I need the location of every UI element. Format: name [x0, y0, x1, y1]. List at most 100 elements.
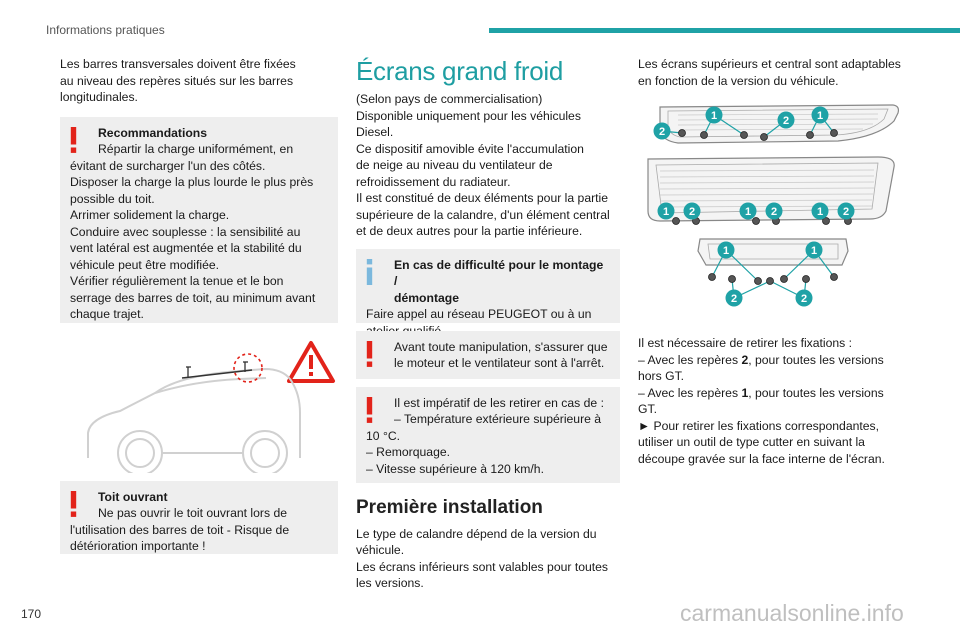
text-line: Vérifier régulièrement la tenue et le bo…: [70, 274, 284, 288]
fixing-clip: [780, 275, 788, 283]
warning-triangle-icon: [287, 340, 335, 383]
callout-badge: 2: [837, 202, 855, 220]
text-line: les versions.: [356, 576, 424, 590]
text-line: en fonction de la version du véhicule.: [638, 73, 839, 88]
text-line: – Avec les repères 1, pour toutes les ve…: [638, 385, 908, 402]
callout-badge-circle: [777, 111, 795, 129]
fixing-clip: [728, 275, 736, 283]
text-line: Arrimer solidement la charge.: [70, 208, 230, 222]
callout-badge-label: 2: [731, 293, 737, 305]
watermark: carmanualsonline.info: [680, 600, 904, 626]
text-line: Disponible uniquement pour les véhicules: [356, 108, 581, 123]
box-title: Toit ouvrant: [98, 489, 168, 504]
column-left: Les barres transversales doivent être fi…: [60, 56, 338, 554]
text-line: Conduire avec souplesse : la sensibilité…: [70, 224, 301, 239]
running-header-title: Informations pratiques: [46, 23, 165, 37]
fixing-clip: [806, 131, 814, 139]
callout-badge-label: 1: [817, 110, 823, 122]
description-paragraph: (Selon pays de commercialisation) Dispon…: [356, 91, 620, 240]
exclamation-icon: [70, 126, 77, 153]
text-fragment: , pour toutes les versions: [748, 385, 884, 400]
callout-badge: 2: [777, 111, 795, 129]
text-line: utiliser un outil de type cutter en suiv…: [638, 435, 865, 449]
callout-badge: 2: [725, 289, 743, 307]
car-outline: [87, 367, 301, 476]
callout-badge-label: 1: [711, 110, 717, 122]
callout-badge-circle: [805, 241, 823, 259]
roof-bar: [181, 352, 263, 383]
callout-badge: 1: [805, 241, 823, 259]
text-fragment: , pour toutes les versions: [748, 352, 884, 367]
fixing-clip: [708, 273, 716, 281]
subsection-heading: Première installation: [356, 496, 543, 518]
fixing-clip: [830, 273, 838, 281]
fixing-clip: [766, 277, 774, 285]
recommendations-warning-box: Recommandations Répartir la charge unifo…: [60, 116, 338, 323]
callout-badge-label: 1: [663, 206, 669, 218]
text-line: hors GT.: [638, 369, 685, 383]
text-line: Disposer la charge la plus lourde le plu…: [70, 175, 314, 189]
text-line: Il est constitué de deux éléments pour l…: [356, 191, 609, 205]
callout-badge-label: 1: [745, 206, 751, 218]
callout-badge: 2: [683, 202, 701, 220]
box-title: Recommandations: [98, 125, 208, 140]
fixing-clip: [754, 277, 762, 285]
text-line: Les écrans inférieurs sont valables pour…: [356, 559, 609, 574]
callout-badge-circle: [811, 106, 829, 124]
sunroof-warning-box: Toit ouvrant Ne pas ouvrir le toit ouvra…: [60, 480, 338, 554]
callout-badge-label: 2: [689, 206, 695, 218]
text-line: Les écrans supérieurs et central sont ad…: [638, 57, 901, 71]
column-middle: Écrans grand froid (Selon pays de commer…: [356, 56, 620, 592]
text-line: supérieure de la calandre, d'un élément …: [356, 207, 610, 222]
callout-badge-circle: [705, 106, 723, 124]
text-line: Ne pas ouvrir le toit ouvrant lors de: [98, 506, 287, 520]
text-line: véhicule peut être modifiée.: [70, 257, 220, 272]
fixing-clip: [672, 217, 680, 225]
callout-badge-circle: [795, 289, 813, 307]
marker-ref: 2: [741, 352, 749, 367]
text-line: Avant toute manipulation, s'assurer que: [394, 339, 608, 354]
fixing-clip: [760, 133, 768, 141]
box-title: démontage: [394, 290, 460, 305]
removal-instructions: Il est nécessaire de retirer les fixatio…: [638, 335, 908, 467]
column-right: Les écrans supérieurs et central sont ad…: [638, 56, 908, 467]
callout-badge: 1: [739, 202, 757, 220]
callout-badge-circle: [653, 122, 671, 140]
exclamation-icon: [366, 396, 373, 423]
text-line: détérioration importante !: [70, 539, 206, 553]
text-line: Répartir la charge uniformément, en: [98, 142, 294, 156]
text-line: découpe gravée sur la face interne de l'…: [638, 451, 885, 466]
text-line: 10 °C.: [366, 428, 401, 443]
fixing-clip: [740, 131, 748, 139]
marker-ref: 1: [741, 385, 749, 400]
callout-badge: 2: [765, 202, 783, 220]
text-line: ► Pour retirer les fixations corresponda…: [638, 418, 880, 433]
box-title: En cas de difficulté pour le montage /: [394, 257, 604, 289]
callout-badge-label: 2: [843, 206, 849, 218]
callout-badge-circle: [765, 202, 783, 220]
callout-badge-circle: [657, 202, 675, 220]
fixing-clip: [700, 131, 708, 139]
intro-paragraph: Les barres transversales doivent être fi…: [60, 56, 338, 106]
text-line: Il est nécessaire de retirer les fixatio…: [638, 336, 853, 350]
text-line: chaque trajet.: [70, 307, 144, 321]
callout-badge-label: 2: [783, 115, 789, 127]
fixing-clip: [830, 129, 838, 137]
text-line: le moteur et le ventilateur sont à l'arr…: [394, 356, 605, 370]
callout-badge: 2: [795, 289, 813, 307]
text-line: serrage des barres de toit, au minimum a…: [70, 290, 316, 305]
installation-paragraph: Le type de calandre dépend de la version…: [356, 526, 620, 592]
callout-badge-circle: [717, 241, 735, 259]
text-line: longitudinales.: [60, 90, 138, 104]
callout-badge: 1: [657, 202, 675, 220]
text-line: Le type de calandre dépend de la version…: [356, 526, 597, 541]
removal-conditions-warning-box: Il est impératif de les retirer en cas d…: [356, 386, 620, 483]
info-icon: [366, 258, 373, 285]
exclamation-icon: [366, 340, 373, 367]
text-line: véhicule.: [356, 543, 405, 557]
text-line: l'utilisation des barres de toit - Risqu…: [70, 522, 290, 537]
text-line: Faire appel au réseau PEUGEOT ou à un: [366, 307, 592, 321]
header-accent-bar: [489, 28, 960, 33]
text-fragment: – Avec les repères: [638, 385, 742, 400]
